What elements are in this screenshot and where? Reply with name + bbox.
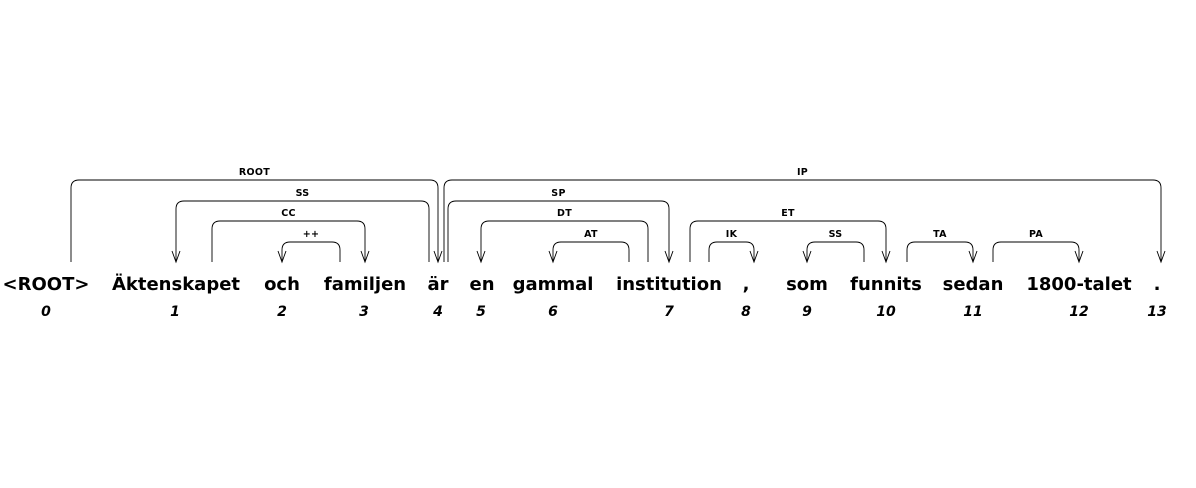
token-word: institution bbox=[616, 274, 722, 295]
arc-line bbox=[175, 200, 430, 262]
arc-line bbox=[443, 179, 1162, 262]
dependency-arc: ++ bbox=[277, 229, 341, 264]
dependency-arc: TA bbox=[906, 229, 978, 264]
dependency-arc: PA bbox=[992, 229, 1084, 264]
dependency-arc: IK bbox=[708, 229, 759, 264]
arc-label: IK bbox=[726, 229, 738, 240]
arc-label: AT bbox=[584, 229, 598, 240]
token-word: . bbox=[1154, 274, 1161, 295]
dependency-arc: SP bbox=[447, 188, 674, 264]
token-index: 9 bbox=[802, 304, 812, 320]
dependency-arc: ROOT bbox=[70, 167, 443, 264]
token-word: funnits bbox=[850, 274, 922, 295]
arc-line bbox=[447, 200, 670, 262]
arrowhead-icon bbox=[360, 250, 370, 264]
token-word: gammal bbox=[513, 274, 594, 295]
token-word: Äktenskapet bbox=[112, 273, 240, 295]
arc-label: ROOT bbox=[239, 167, 270, 178]
arrowhead-icon bbox=[802, 250, 812, 264]
token-word: 1800-talet bbox=[1026, 274, 1132, 295]
arc-label: CC bbox=[281, 208, 296, 219]
token-word: som bbox=[786, 274, 828, 295]
token-index: 10 bbox=[876, 304, 896, 320]
token-index: 3 bbox=[359, 304, 369, 320]
token-index: 11 bbox=[963, 304, 982, 320]
arrowhead-icon bbox=[664, 250, 674, 264]
arrowhead-icon bbox=[433, 250, 443, 264]
tokens-layer: <ROOT> 0 Äktenskapet 1 och 2 familjen 3 är 4 en 5 ga… bbox=[3, 273, 1167, 320]
arc-line bbox=[480, 220, 649, 262]
token-word: sedan bbox=[943, 274, 1004, 295]
arc-line bbox=[281, 241, 341, 262]
arc-label: DT bbox=[557, 208, 572, 219]
arc-line bbox=[689, 220, 887, 262]
arc-label: TA bbox=[933, 229, 947, 240]
arc-label: ++ bbox=[303, 229, 320, 240]
arrowhead-icon bbox=[749, 250, 759, 264]
dependency-arc: ET bbox=[689, 208, 891, 264]
arrowhead-icon bbox=[277, 250, 287, 264]
token-word: en bbox=[469, 274, 494, 295]
dependency-arc: DT bbox=[476, 208, 649, 264]
token-index: 0 bbox=[41, 304, 51, 320]
token-index: 12 bbox=[1069, 304, 1088, 320]
arrowhead-icon bbox=[171, 250, 181, 264]
arrowhead-icon bbox=[548, 250, 558, 264]
arc-line bbox=[70, 179, 439, 262]
arc-line bbox=[552, 241, 630, 262]
arc-label: SS bbox=[829, 229, 843, 240]
token-word: är bbox=[427, 274, 448, 295]
dependency-arc: CC bbox=[211, 208, 370, 264]
token-word: <ROOT> bbox=[3, 274, 90, 295]
token-index: 6 bbox=[548, 304, 558, 320]
arc-label: SP bbox=[551, 188, 565, 199]
arrowhead-icon bbox=[968, 250, 978, 264]
token-index: 7 bbox=[664, 304, 674, 320]
arc-line bbox=[708, 241, 755, 262]
token-index: 13 bbox=[1147, 304, 1166, 320]
arc-label: IP bbox=[797, 167, 808, 178]
arc-label: SS bbox=[296, 188, 310, 199]
arc-label: ET bbox=[781, 208, 795, 219]
arc-line bbox=[992, 241, 1080, 262]
token-word: familjen bbox=[324, 274, 406, 295]
token-index: 2 bbox=[277, 304, 287, 320]
arc-line bbox=[211, 220, 366, 262]
arc-label: PA bbox=[1029, 229, 1043, 240]
arrowhead-icon bbox=[1156, 250, 1166, 264]
arc-line bbox=[806, 241, 865, 262]
token-index: 1 bbox=[170, 304, 180, 320]
token-word: och bbox=[264, 274, 300, 295]
arrowhead-icon bbox=[881, 250, 891, 264]
token-index: 5 bbox=[476, 304, 486, 320]
dependency-arc: AT bbox=[548, 229, 630, 264]
dependency-arc: SS bbox=[171, 188, 430, 264]
arrowhead-icon bbox=[476, 250, 486, 264]
arc-line bbox=[906, 241, 974, 262]
arrowhead-icon bbox=[1074, 250, 1084, 264]
token-index: 4 bbox=[432, 304, 443, 320]
dependency-arc: IP bbox=[443, 167, 1166, 264]
token-index: 8 bbox=[741, 304, 751, 320]
token-word: , bbox=[743, 274, 750, 295]
dependency-arc: SS bbox=[802, 229, 865, 264]
